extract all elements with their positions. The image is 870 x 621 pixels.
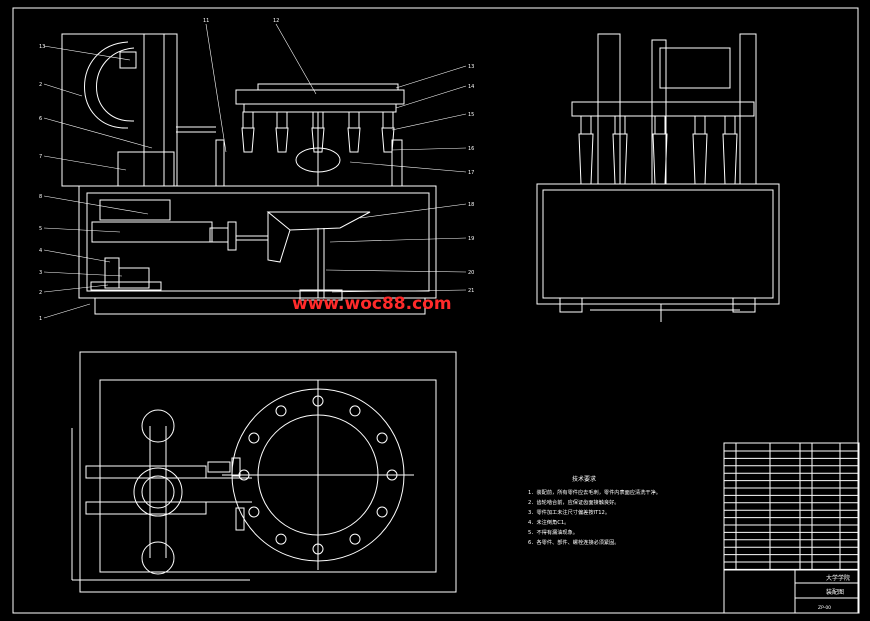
- nozzle-side: [652, 115, 668, 185]
- title-block-drawing-name: 装配图: [826, 588, 844, 596]
- leader-line: [359, 203, 467, 219]
- turntable-bolt-hole: [376, 432, 388, 444]
- leader-line: [43, 83, 83, 97]
- leader-line: [275, 23, 317, 95]
- callout-number: 14: [468, 84, 474, 90]
- leader-line: [349, 161, 467, 173]
- callout-number: 2: [39, 82, 42, 88]
- leader-line: [43, 249, 111, 263]
- nozzle-side: [578, 115, 594, 185]
- callout-number: 5: [39, 226, 42, 232]
- leader-line: [331, 289, 467, 293]
- turntable-bolt-hole: [349, 405, 361, 417]
- leader-line: [43, 303, 91, 319]
- callout-number: 15: [468, 112, 474, 118]
- leader-line: [395, 65, 467, 89]
- leader-line: [391, 113, 467, 131]
- nozzle-side: [692, 115, 708, 185]
- requirement-5: 5．不得有漏油现象。: [528, 528, 578, 536]
- callout-number: 7: [39, 154, 42, 160]
- requirements-title: 技术要求: [572, 475, 596, 483]
- callout-number: 13: [468, 64, 474, 70]
- callout-number: 20: [468, 270, 474, 276]
- turntable-bolt-hole: [248, 432, 260, 444]
- nozzle-front: [347, 111, 361, 153]
- nozzle-row-side: [578, 115, 738, 185]
- callout-number: 12: [273, 18, 279, 24]
- leader-line: [329, 237, 467, 243]
- title-block: [723, 442, 860, 614]
- watermark: www.woc88.com: [292, 294, 452, 314]
- nozzle-front: [275, 111, 289, 153]
- title-block-school: 大学学院: [826, 574, 850, 582]
- side-view: [536, 33, 780, 322]
- leader-line: [43, 45, 131, 61]
- callout-number: 6: [39, 116, 42, 122]
- drawing-frame: [12, 7, 859, 614]
- leader-line: [205, 23, 227, 153]
- front-view: [61, 33, 437, 315]
- turntable-bolts: [238, 395, 398, 555]
- leader-line: [325, 269, 467, 273]
- requirement-1: 1．装配前，所有零件应去毛刺，零件内表面应清洗干净。: [528, 488, 661, 496]
- leader-line: [43, 117, 153, 149]
- callout-number: 8: [39, 194, 42, 200]
- callout-number: 3: [39, 270, 42, 276]
- requirement-2: 2．齿轮啮合前，应保证齿面接触良好。: [528, 498, 620, 506]
- callout-number: 1: [39, 316, 42, 322]
- nozzle-side: [722, 115, 738, 185]
- turntable-bolt-hole: [386, 469, 398, 481]
- requirement-3: 3．零件加工未注尺寸偏差按IT12。: [528, 508, 610, 516]
- turntable-bolt-hole: [312, 395, 324, 407]
- nozzle-side: [612, 115, 628, 185]
- requirement-6: 6．各零件、部件、螺栓连接必须紧固。: [528, 538, 620, 546]
- callout-number: 17: [468, 170, 474, 176]
- leader-line: [395, 85, 467, 109]
- turntable-bolt-hole: [376, 506, 388, 518]
- nozzle-front: [241, 111, 255, 153]
- turntable-bolt-hole: [349, 533, 361, 545]
- leader-line: [43, 155, 127, 171]
- turntable-bolt-hole: [238, 469, 250, 481]
- nozzle-row-front: [241, 111, 395, 153]
- requirement-4: 4．未注倒角C1。: [528, 518, 569, 526]
- turntable-bolt-hole: [248, 506, 260, 518]
- turntable-bolt-hole: [312, 543, 324, 555]
- title-block-drawing-no: ZP-00: [818, 605, 831, 611]
- callout-number: 21: [468, 288, 474, 294]
- callout-number: 18: [468, 202, 474, 208]
- title-block-rows: [724, 450, 859, 570]
- leader-line: [391, 147, 467, 151]
- nozzle-front: [381, 111, 395, 153]
- callout-number: 19: [468, 236, 474, 242]
- callout-number: 13: [39, 44, 45, 50]
- callout-number: 4: [39, 248, 42, 254]
- callout-number: 11: [203, 18, 209, 24]
- top-view: [71, 351, 457, 593]
- technical-requirements: 技术要求 1．装配前，所有零件应去毛刺，零件内表面应清洗干净。 2．齿轮啮合前，…: [528, 475, 661, 546]
- turntable-bolt-hole: [275, 405, 287, 417]
- callout-number: 16: [468, 146, 474, 152]
- callout-number: 2: [39, 290, 42, 296]
- leader-line: [43, 284, 109, 293]
- leader-line: [43, 271, 123, 277]
- callout-leaders: [43, 23, 467, 319]
- turntable-bolt-hole: [275, 533, 287, 545]
- leader-line: [43, 227, 121, 233]
- leader-line: [43, 195, 149, 215]
